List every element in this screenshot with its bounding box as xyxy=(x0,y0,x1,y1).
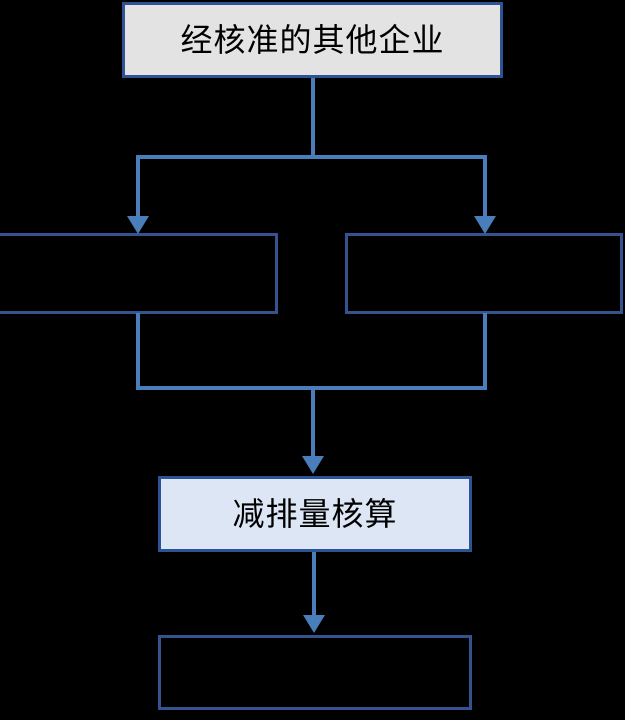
connector-accounting-to-bottom xyxy=(312,552,316,617)
flow-node-right-branch[interactable] xyxy=(345,233,623,314)
flow-node-left-branch[interactable] xyxy=(0,233,278,314)
connector-top-stem xyxy=(311,78,315,157)
arrow-down-icon xyxy=(302,456,324,474)
connector-from-right-branch xyxy=(483,313,487,390)
connector-split-bar xyxy=(136,155,487,159)
connector-merge-stem xyxy=(311,386,315,458)
arrow-down-icon xyxy=(474,216,496,234)
arrow-down-icon xyxy=(303,615,325,633)
flow-node-label: 经核准的其他企业 xyxy=(180,21,445,59)
arrow-down-icon xyxy=(127,216,149,234)
flow-node-label: 减排量核算 xyxy=(232,495,398,533)
flow-node-approved-enterprises[interactable]: 经核准的其他企业 xyxy=(122,2,503,78)
flow-node-emission-reduction-accounting[interactable]: 减排量核算 xyxy=(158,476,472,552)
connector-to-right-branch xyxy=(483,155,487,218)
connector-to-left-branch xyxy=(136,155,140,218)
flow-node-bottom[interactable] xyxy=(158,635,472,710)
connector-from-left-branch xyxy=(136,313,140,390)
